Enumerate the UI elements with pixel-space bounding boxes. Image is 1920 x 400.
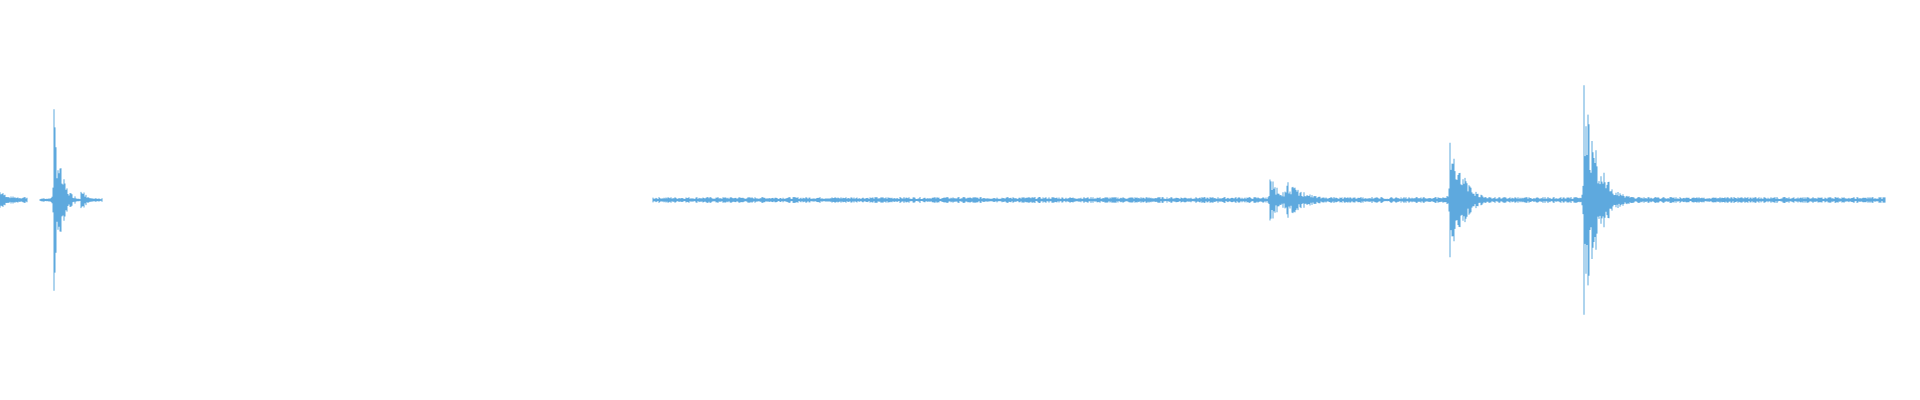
- waveform-segment-1: [0, 192, 28, 208]
- waveform-segment-3: [652, 85, 1886, 315]
- waveform-segments: [0, 85, 1886, 315]
- waveform-segment-2: [39, 109, 103, 291]
